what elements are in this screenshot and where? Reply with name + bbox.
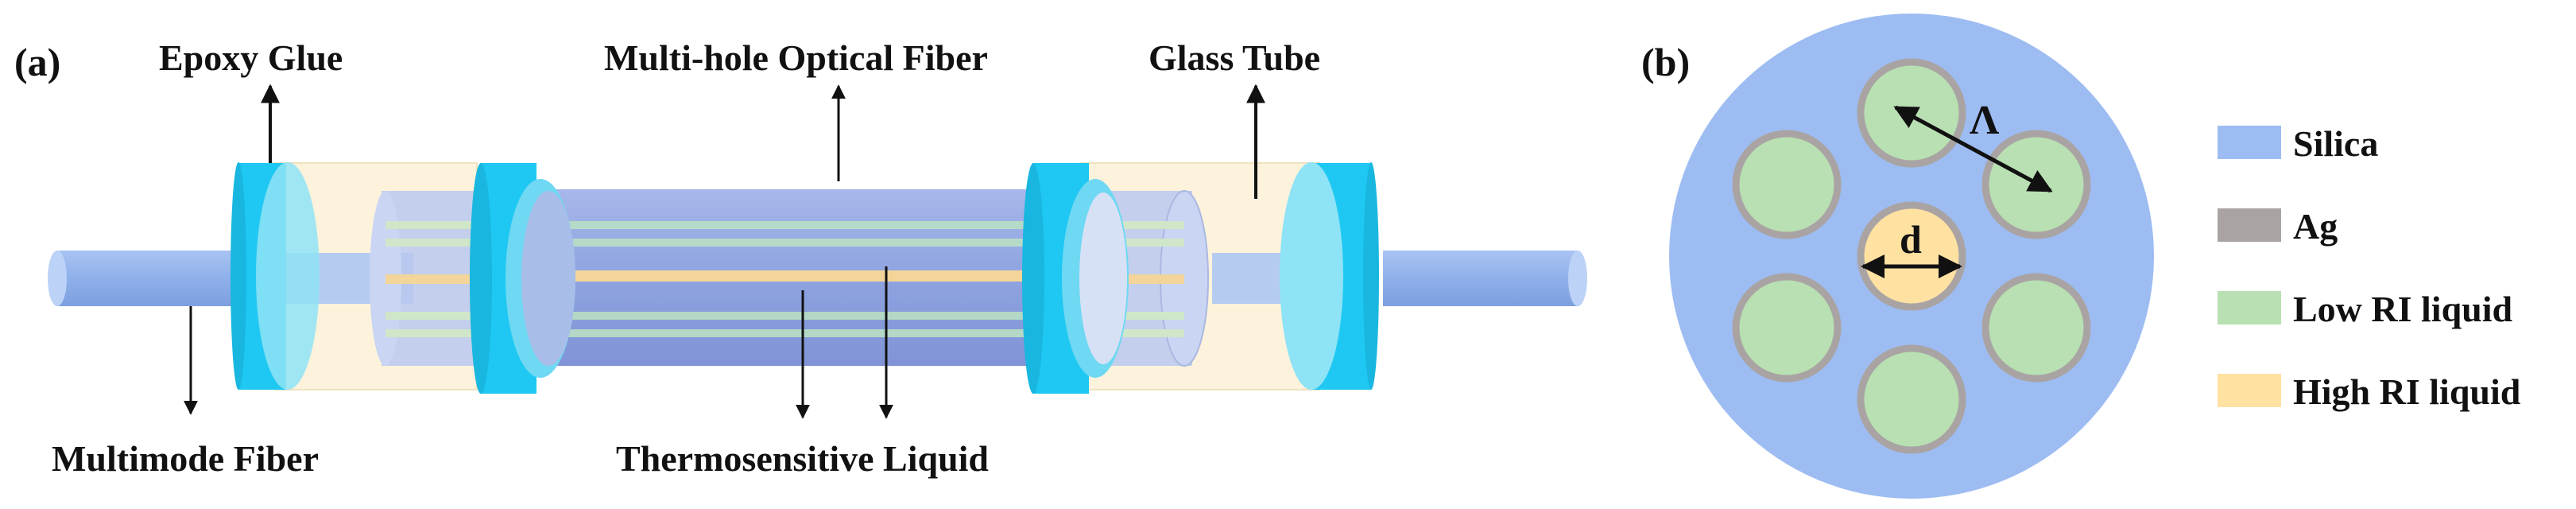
legend-item-ag: Ag [2218,206,2338,247]
pitch-symbol: Λ [1970,98,1999,143]
legend-swatch-high-ri [2218,374,2281,407]
legend-label-ag: Ag [2293,206,2338,247]
legend: Silica Ag Low RI liquid High RI liquid [2218,123,2521,412]
low-ri-hole-upper-left [1732,130,1842,239]
low-ri-hole-lower-right [1981,273,2091,383]
legend-item-low-ri: Low RI liquid [2218,289,2513,329]
pitch-arrow [1893,105,2053,193]
right-multimode-fiber [1383,251,1587,306]
multi-hole-optical-fiber [509,189,1049,366]
glass-tube-label: Glass Tube [1149,37,1320,78]
left-epoxy-glue-disk [230,162,320,390]
low-ri-hole-lower-left [1732,273,1842,383]
panel-b-label: (b) [1641,40,1690,84]
legend-swatch-silica [2218,126,2281,159]
left-mof-glue-ring [470,163,575,394]
low-ri-hole-bottom [1857,344,1966,454]
legend-label-low-ri: Low RI liquid [2293,289,2513,329]
panel-a-label: (a) [14,40,60,84]
legend-label-silica: Silica [2293,123,2378,164]
diameter-symbol: d [1900,217,1922,262]
multimode-fiber-label: Multimode Fiber [52,438,319,479]
epoxy-glue-label: Epoxy Glue [159,37,343,78]
right-mof-glue-ring [1022,163,1129,394]
legend-swatch-low-ri [2218,291,2281,324]
legend-item-high-ri: High RI liquid [2218,371,2521,412]
low-ri-hole-top [1857,58,1966,168]
legend-swatch-ag [2218,208,2281,242]
multi-hole-fiber-label: Multi-hole Optical Fiber [604,37,988,78]
legend-label-high-ri: High RI liquid [2293,371,2521,412]
right-epoxy-glue-disk [1280,162,1379,390]
thermosensitive-liquid-label: Thermosensitive Liquid [616,438,989,479]
left-multimode-fiber [48,251,264,306]
legend-item-silica: Silica [2218,123,2378,164]
air-holes [1732,58,2091,454]
panel-b: (b) Λ d [1641,14,2154,499]
panel-a: (a) [14,37,1587,479]
